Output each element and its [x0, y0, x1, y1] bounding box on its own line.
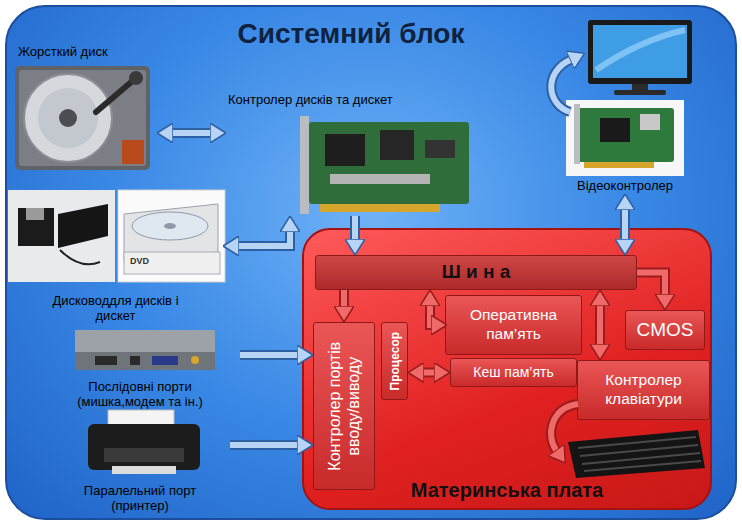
caption: Контролер дисків та дискет — [228, 92, 393, 108]
box-label: Контролер портів вводу/виводу — [325, 327, 363, 485]
device-picture-box: Паралельний порт (принтер) — [50, 414, 230, 514]
device-logo-text: DVD — [130, 256, 149, 266]
motherboard: Материнська плата Ш и н а Контролер портів… — [302, 228, 712, 510]
caption: Відеоконтролер — [577, 178, 673, 194]
device-picture-box: Відеоконтролер — [560, 98, 690, 194]
component-box: Ш и н а — [315, 255, 637, 290]
caption: Послідовні порти (мишка,модем та ін.) — [63, 379, 218, 410]
device-picture-box: Контролер дисків та дискет — [226, 92, 472, 216]
component-box: Кеш пам’ять — [450, 358, 577, 387]
board-label: Материнська плата — [411, 478, 603, 502]
caption: Дисководдля дисків і дискет — [46, 293, 186, 324]
device-picture-box: Жорсткий диск — [12, 44, 157, 172]
device-picture-box: Дисководдля дисків і дискет — [8, 190, 223, 324]
box-label: Кеш пам’ять — [473, 364, 553, 381]
label-holder: DVD — [130, 256, 149, 266]
box-label: Контролер клавіатури — [578, 371, 709, 408]
box-label: Процесор — [387, 327, 401, 395]
box-label: Ш и н а — [442, 261, 511, 284]
device-picture-box: Послідовні порти (мишка,модем та ін.) — [40, 328, 240, 410]
box-label: Оперативна пам’ять — [446, 306, 581, 343]
component-box: CMOS — [625, 310, 705, 350]
title: Системний блок — [7, 17, 695, 51]
component-box: Контролер портів вводу/виводу — [313, 322, 375, 490]
caption: Паралельний порт (принтер) — [76, 483, 204, 514]
caption: Жорсткий диск — [18, 44, 108, 60]
system-unit: Системний блокЖорсткий дискКонтролер дис… — [5, 5, 737, 520]
box-label: CMOS — [637, 319, 694, 342]
component-box: Оперативна пам’ять — [445, 295, 582, 355]
component-box: Контролер клавіатури — [577, 360, 710, 420]
component-box: Процесор — [381, 322, 408, 400]
